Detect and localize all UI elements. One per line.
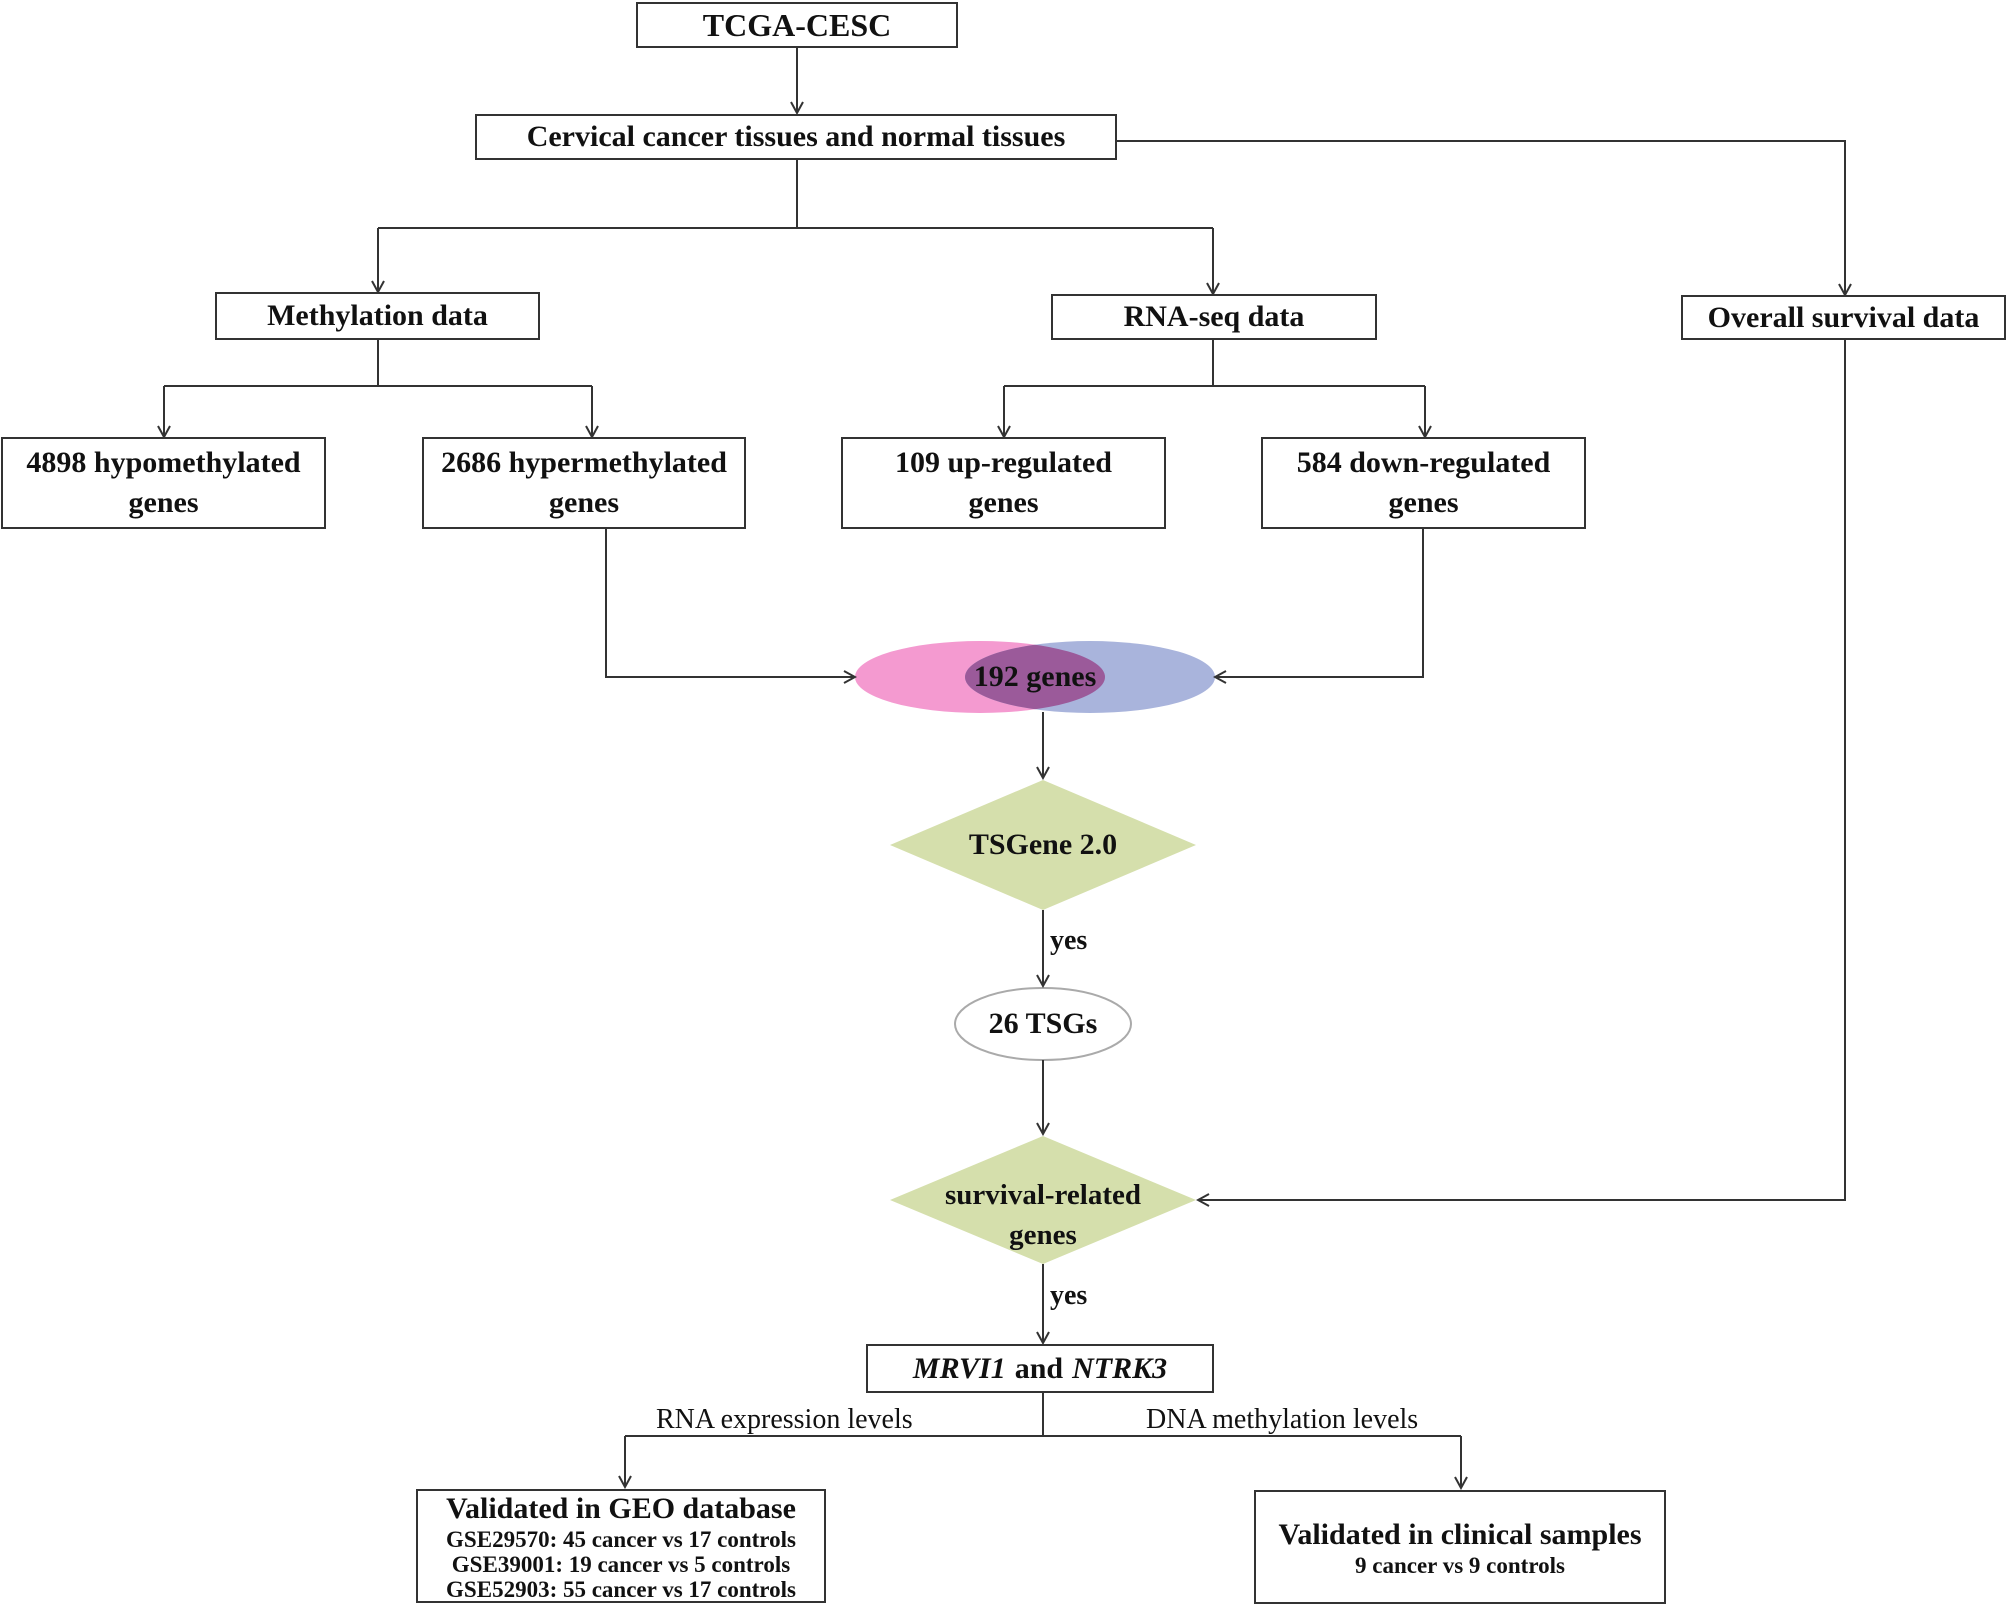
geo-dataset-line: GSE29570: 45 cancer vs 17 controls xyxy=(446,1526,796,1552)
dna-methylation-levels-label: DNA methylation levels xyxy=(1146,1404,1419,1435)
connector-survival-data-related xyxy=(1198,340,1846,1200)
up-regulated-genes-label: 109 up-regulated genes xyxy=(895,446,1112,519)
gene-and-label: and xyxy=(1014,1351,1064,1385)
hypomethylated-genes-box: 4898 hypomethylated genes xyxy=(1,437,326,529)
geo-validation-title: Validated in GEO database xyxy=(446,1491,796,1525)
candidate-genes-box: MRVI1 and NTRK3 xyxy=(866,1344,1214,1393)
gene-mrvi1: MRVI1 xyxy=(912,1351,1006,1385)
tissues-label: Cervical cancer tissues and normal tissu… xyxy=(526,120,1066,153)
tsgene-label: TSGene 2.0 xyxy=(968,828,1118,861)
rnaseq-data-label: RNA-seq data xyxy=(1123,300,1305,333)
connector-down-venn xyxy=(1215,529,1424,677)
clinical-validation-box: Validated in clinical samples 9 cancer v… xyxy=(1254,1490,1666,1604)
clinical-validation-sub: 9 cancer vs 9 controls xyxy=(1355,1552,1565,1578)
clinical-validation-title: Validated in clinical samples xyxy=(1278,1517,1642,1551)
yes-label-2: yes xyxy=(1050,1280,1088,1311)
down-regulated-genes-label: 584 down-regulated genes xyxy=(1296,446,1551,519)
hypermethylated-genes-box: 2686 hypermethylated genes xyxy=(422,437,746,529)
geo-dataset-line: GSE39001: 19 cancer vs 5 controls xyxy=(451,1551,791,1577)
overall-survival-data-label: Overall survival data xyxy=(1707,300,1980,334)
methylation-data-label: Methylation data xyxy=(267,299,488,332)
connector-hyper-venn xyxy=(605,529,855,677)
tcga-cesc-label: TCGA-CESC xyxy=(702,7,892,43)
venn-192-genes-label: 192 genes xyxy=(973,660,1097,693)
geo-dataset-line: GSE52903: 55 cancer vs 17 controls xyxy=(446,1576,796,1602)
geo-validation-box: Validated in GEO database GSE29570: 45 c… xyxy=(416,1489,826,1603)
overall-survival-data-box: Overall survival data xyxy=(1681,295,2006,340)
up-regulated-genes-box: 109 up-regulated genes xyxy=(841,437,1166,529)
methylation-data-box: Methylation data xyxy=(215,292,540,340)
hypomethylated-genes-label: 4898 hypomethylated genes xyxy=(26,446,301,519)
rna-expression-levels-label: RNA expression levels xyxy=(656,1404,913,1435)
venn-overlap xyxy=(965,641,1105,713)
rnaseq-data-box: RNA-seq data xyxy=(1051,294,1377,340)
connector-to-survival-data xyxy=(1117,140,1845,295)
tsgene-diamond xyxy=(890,780,1196,910)
gene-ntrk3: NTRK3 xyxy=(1072,1351,1168,1385)
survival-related-diamond xyxy=(890,1136,1196,1264)
tcga-cesc-box: TCGA-CESC xyxy=(636,2,958,48)
hypermethylated-genes-label: 2686 hypermethylated genes xyxy=(441,446,727,519)
tsgs-label: 26 TSGs xyxy=(988,1007,1098,1040)
yes-label-1: yes xyxy=(1050,925,1088,956)
down-regulated-genes-box: 584 down-regulated genes xyxy=(1261,437,1586,529)
survival-related-genes-label: survival-related genes xyxy=(945,1179,1141,1251)
tissues-box: Cervical cancer tissues and normal tissu… xyxy=(475,114,1117,160)
